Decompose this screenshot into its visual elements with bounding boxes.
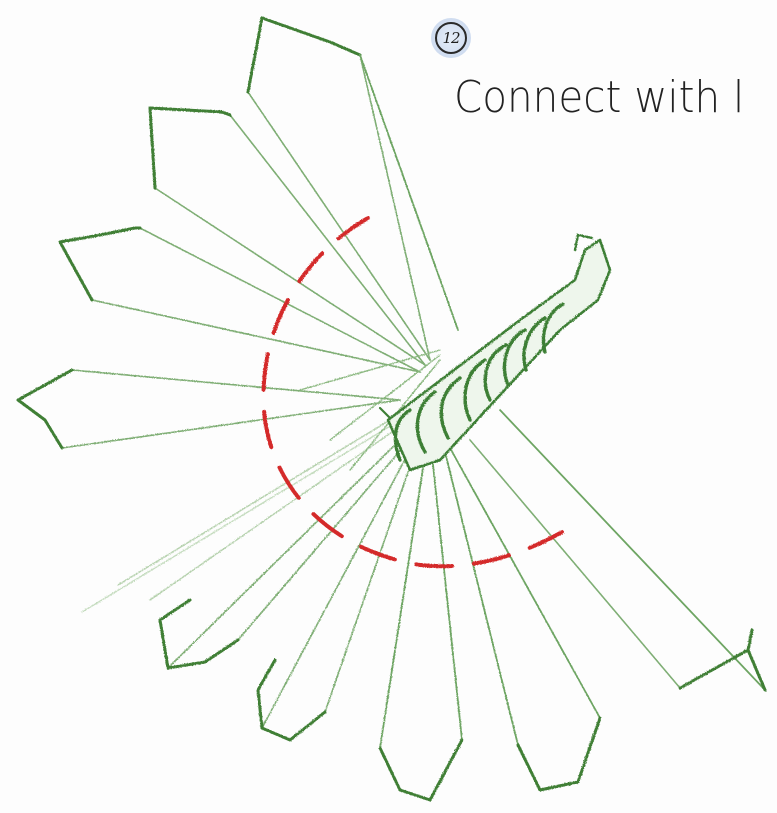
petal (470, 410, 765, 690)
petal (258, 450, 415, 740)
petal-group (18, 18, 765, 800)
petal (248, 18, 458, 360)
petal-faint (82, 420, 395, 612)
petal (60, 228, 420, 372)
petal (380, 455, 462, 800)
petal (150, 108, 425, 365)
petal (445, 448, 600, 790)
petal (18, 370, 400, 448)
